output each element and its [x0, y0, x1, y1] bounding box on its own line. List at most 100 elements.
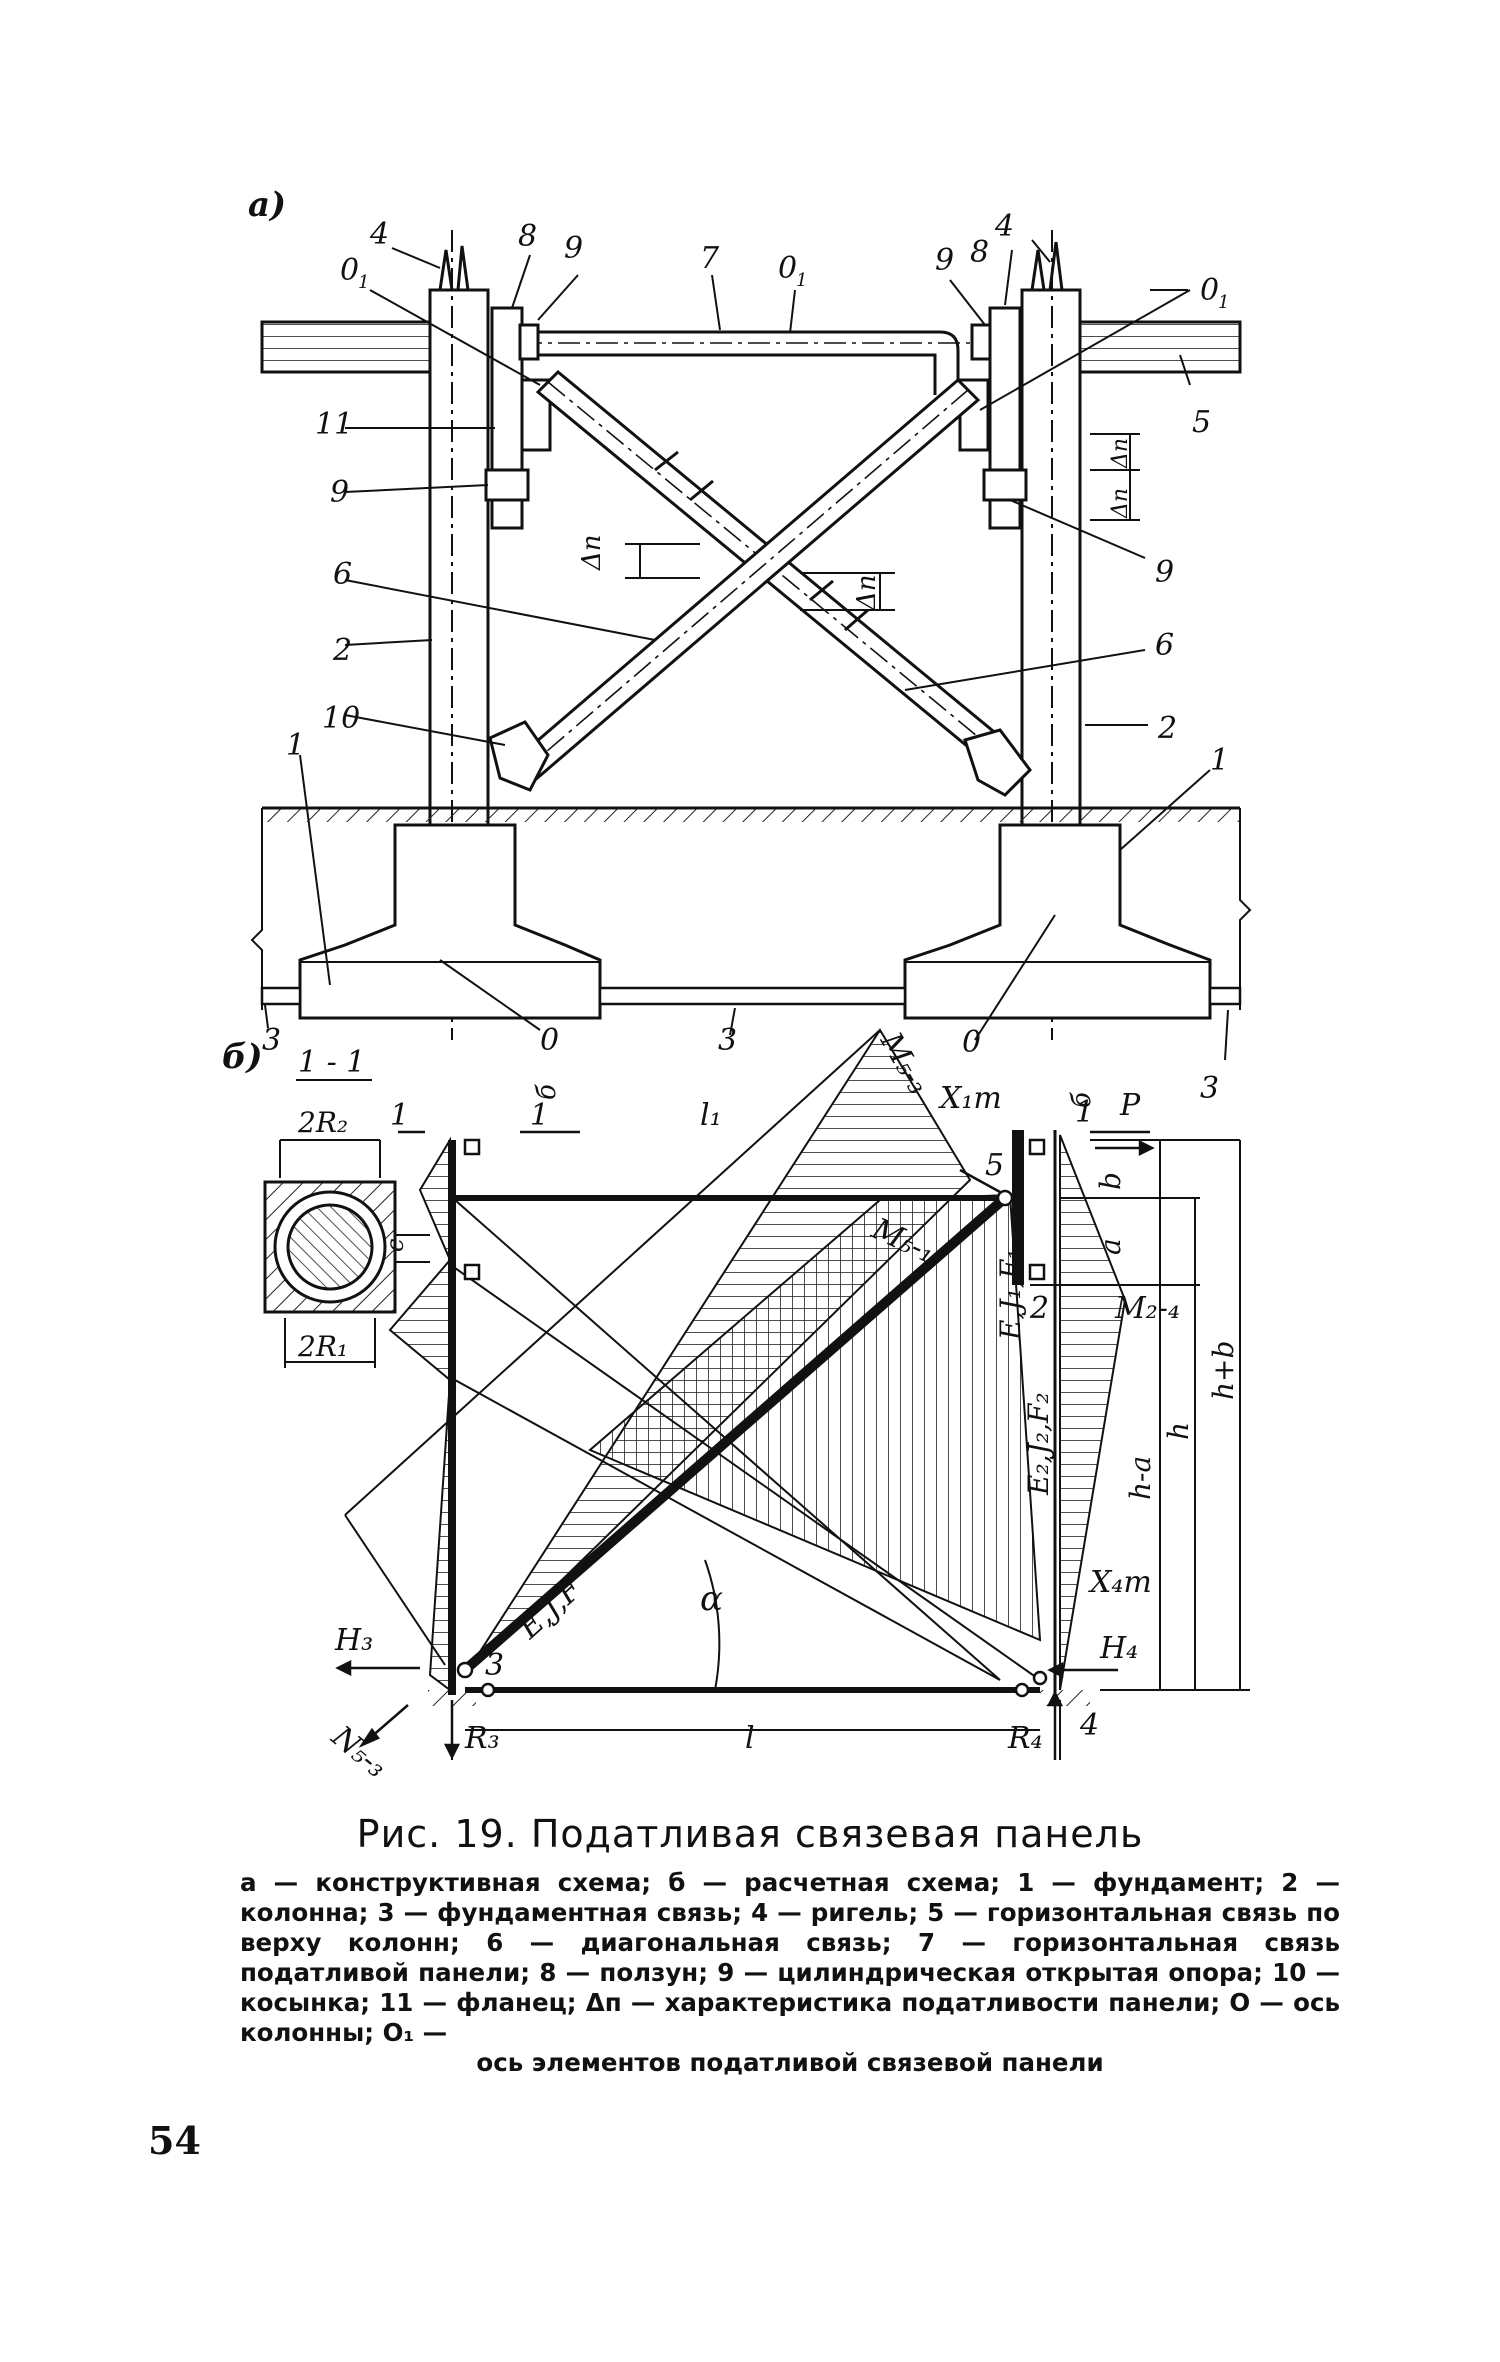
panel-b: 1 1 б 1 б P M₅-₃ X₁т l₁ 5 M₅-₁ b a 2 M₂-… — [324, 1026, 1250, 1785]
label-4-right: 4 — [994, 209, 1014, 244]
label-2r2: 2R₂ — [297, 1106, 348, 1139]
label-3-middle: 3 — [718, 1023, 737, 1058]
moment-diagram-left-column — [388, 1136, 452, 1692]
label-x4t: X₄т — [1088, 1565, 1152, 1600]
label-10: 10 — [322, 701, 360, 736]
label-joint-2: 2 — [1029, 1291, 1049, 1326]
label-o1-left: 0 — [340, 253, 359, 288]
label-r4: R₄ — [1007, 1721, 1043, 1756]
delta-dimensions — [625, 433, 1140, 611]
label-h3: H₃ — [334, 1623, 373, 1658]
label-h: h — [1162, 1422, 1195, 1440]
label-o1-top-sub: 1 — [796, 270, 807, 291]
label-n53: N₅-₃ — [324, 1719, 394, 1785]
label-9-top-right: 9 — [935, 243, 954, 278]
label-sigma-left: б — [532, 1084, 562, 1100]
label-3-left: 3 — [262, 1023, 281, 1058]
dimension-lines — [344, 1029, 1250, 1760]
label-r3: R₃ — [464, 1721, 500, 1756]
legend-last-line: ось элементов податливой связевой панели — [476, 2048, 1104, 2077]
label-joint-1: 1 — [1075, 1095, 1094, 1130]
label-ej1f1: E,J₁,F₁ — [994, 1249, 1027, 1341]
labels-panel-a: 4 8 9 7 0 1 9 8 4 0 1 0 1 5 11 9 9 6 2 6… — [262, 209, 1229, 1106]
panel-b-label: б) — [222, 1037, 263, 1077]
label-7: 7 — [700, 241, 720, 276]
label-h-minus-a: h-a — [1124, 1456, 1157, 1500]
label-9-left: 9 — [330, 475, 349, 510]
label-sigma-right: б — [1067, 1092, 1097, 1108]
figure-caption-title: Рис. 19. Податливая связевая панель — [356, 1812, 1144, 1856]
label-o1-right-sub: 1 — [1218, 292, 1229, 313]
label-section-1: 1 — [390, 1098, 409, 1133]
label-2-left: 2 — [332, 633, 352, 668]
label-m24: M₂-₄ — [1114, 1291, 1180, 1326]
label-l1: l₁ — [700, 1098, 722, 1133]
moment-diagram-m51 — [588, 1193, 1042, 1642]
label-4-left: 4 — [369, 217, 389, 252]
ground-surface — [250, 806, 1252, 1010]
foundation-link — [260, 986, 1242, 1006]
section-1-1: б) 1 - 1 2R₂ 2R₁ c — [222, 1037, 430, 1368]
label-c: c — [381, 1239, 409, 1252]
gusset-right — [963, 728, 1032, 797]
label-o-right: 0 — [962, 1025, 981, 1060]
joints — [456, 1138, 1048, 1698]
label-joint-5: 5 — [985, 1148, 1004, 1183]
horizontal-link-7 — [520, 330, 985, 395]
diagonal-brace-up — [512, 377, 981, 783]
label-9-right: 9 — [1155, 555, 1174, 590]
page-number: 54 — [148, 2118, 201, 2163]
label-joint-4: 4 — [1079, 1708, 1099, 1743]
label-h4: H₄ — [1099, 1631, 1138, 1666]
figure-drawing: а) — [222, 185, 1252, 1785]
legend-main-text: а — конструктивная схема; б — расчетная … — [240, 1868, 1340, 2047]
figure-legend: а — конструктивная схема; б — расчетная … — [240, 1868, 1340, 2078]
label-6-left: 6 — [333, 557, 352, 592]
brace-tick-marks — [654, 450, 869, 632]
label-b: b — [1094, 1172, 1127, 1190]
label-h-plus-b: h+b — [1207, 1341, 1240, 1400]
label-l: l — [745, 1721, 755, 1756]
gusset-left — [488, 720, 550, 792]
label-joint-3: 3 — [485, 1648, 504, 1683]
label-o1-right: 0 — [1200, 273, 1219, 308]
leader-lines — [264, 239, 1229, 1061]
left-column — [428, 230, 490, 1040]
label-2-right: 2 — [1157, 711, 1177, 746]
label-x1t: X₁т — [938, 1081, 1002, 1116]
label-1-left: 1 — [286, 728, 305, 763]
girder-left — [260, 320, 432, 374]
label-alpha: α — [700, 1579, 723, 1619]
foundation-right — [903, 823, 1212, 1020]
label-8-left: 8 — [518, 219, 537, 254]
label-11: 11 — [315, 407, 353, 442]
label-o1-left-sub: 1 — [358, 272, 369, 293]
label-9-top-left: 9 — [564, 231, 583, 266]
moment-diagram-m24 — [1059, 1134, 1127, 1691]
label-delta-3: Δп — [1108, 438, 1133, 469]
section-title: 1 - 1 — [298, 1045, 365, 1080]
panel-a-label: а) — [248, 185, 286, 225]
label-section-1b: 1 — [530, 1098, 549, 1133]
force-arrows — [335, 1139, 1155, 1760]
label-o-left: 0 — [540, 1023, 559, 1058]
label-1-right: 1 — [1210, 743, 1229, 778]
label-5: 5 — [1192, 405, 1211, 440]
label-delta-4: Δп — [1108, 488, 1133, 519]
label-o1-top: 0 — [778, 251, 797, 286]
diagonal-member — [461, 1194, 1009, 1674]
label-delta-1: Δп — [577, 534, 607, 571]
label-p: P — [1119, 1088, 1141, 1123]
support-right — [1040, 1690, 1090, 1706]
foundation-left — [298, 823, 602, 1020]
label-a: a — [1094, 1238, 1127, 1255]
slider-right — [958, 306, 1028, 530]
label-8-right: 8 — [970, 235, 989, 270]
slider-left — [484, 306, 552, 530]
label-2r1: 2R₁ — [297, 1330, 348, 1363]
label-6-right: 6 — [1155, 628, 1174, 663]
girder-right — [1078, 320, 1242, 374]
label-e2j2f2: E₂,J₂,F₂ — [1022, 1392, 1055, 1496]
label-delta-2: Δп — [852, 574, 882, 611]
label-3-right: 3 — [1200, 1071, 1219, 1106]
